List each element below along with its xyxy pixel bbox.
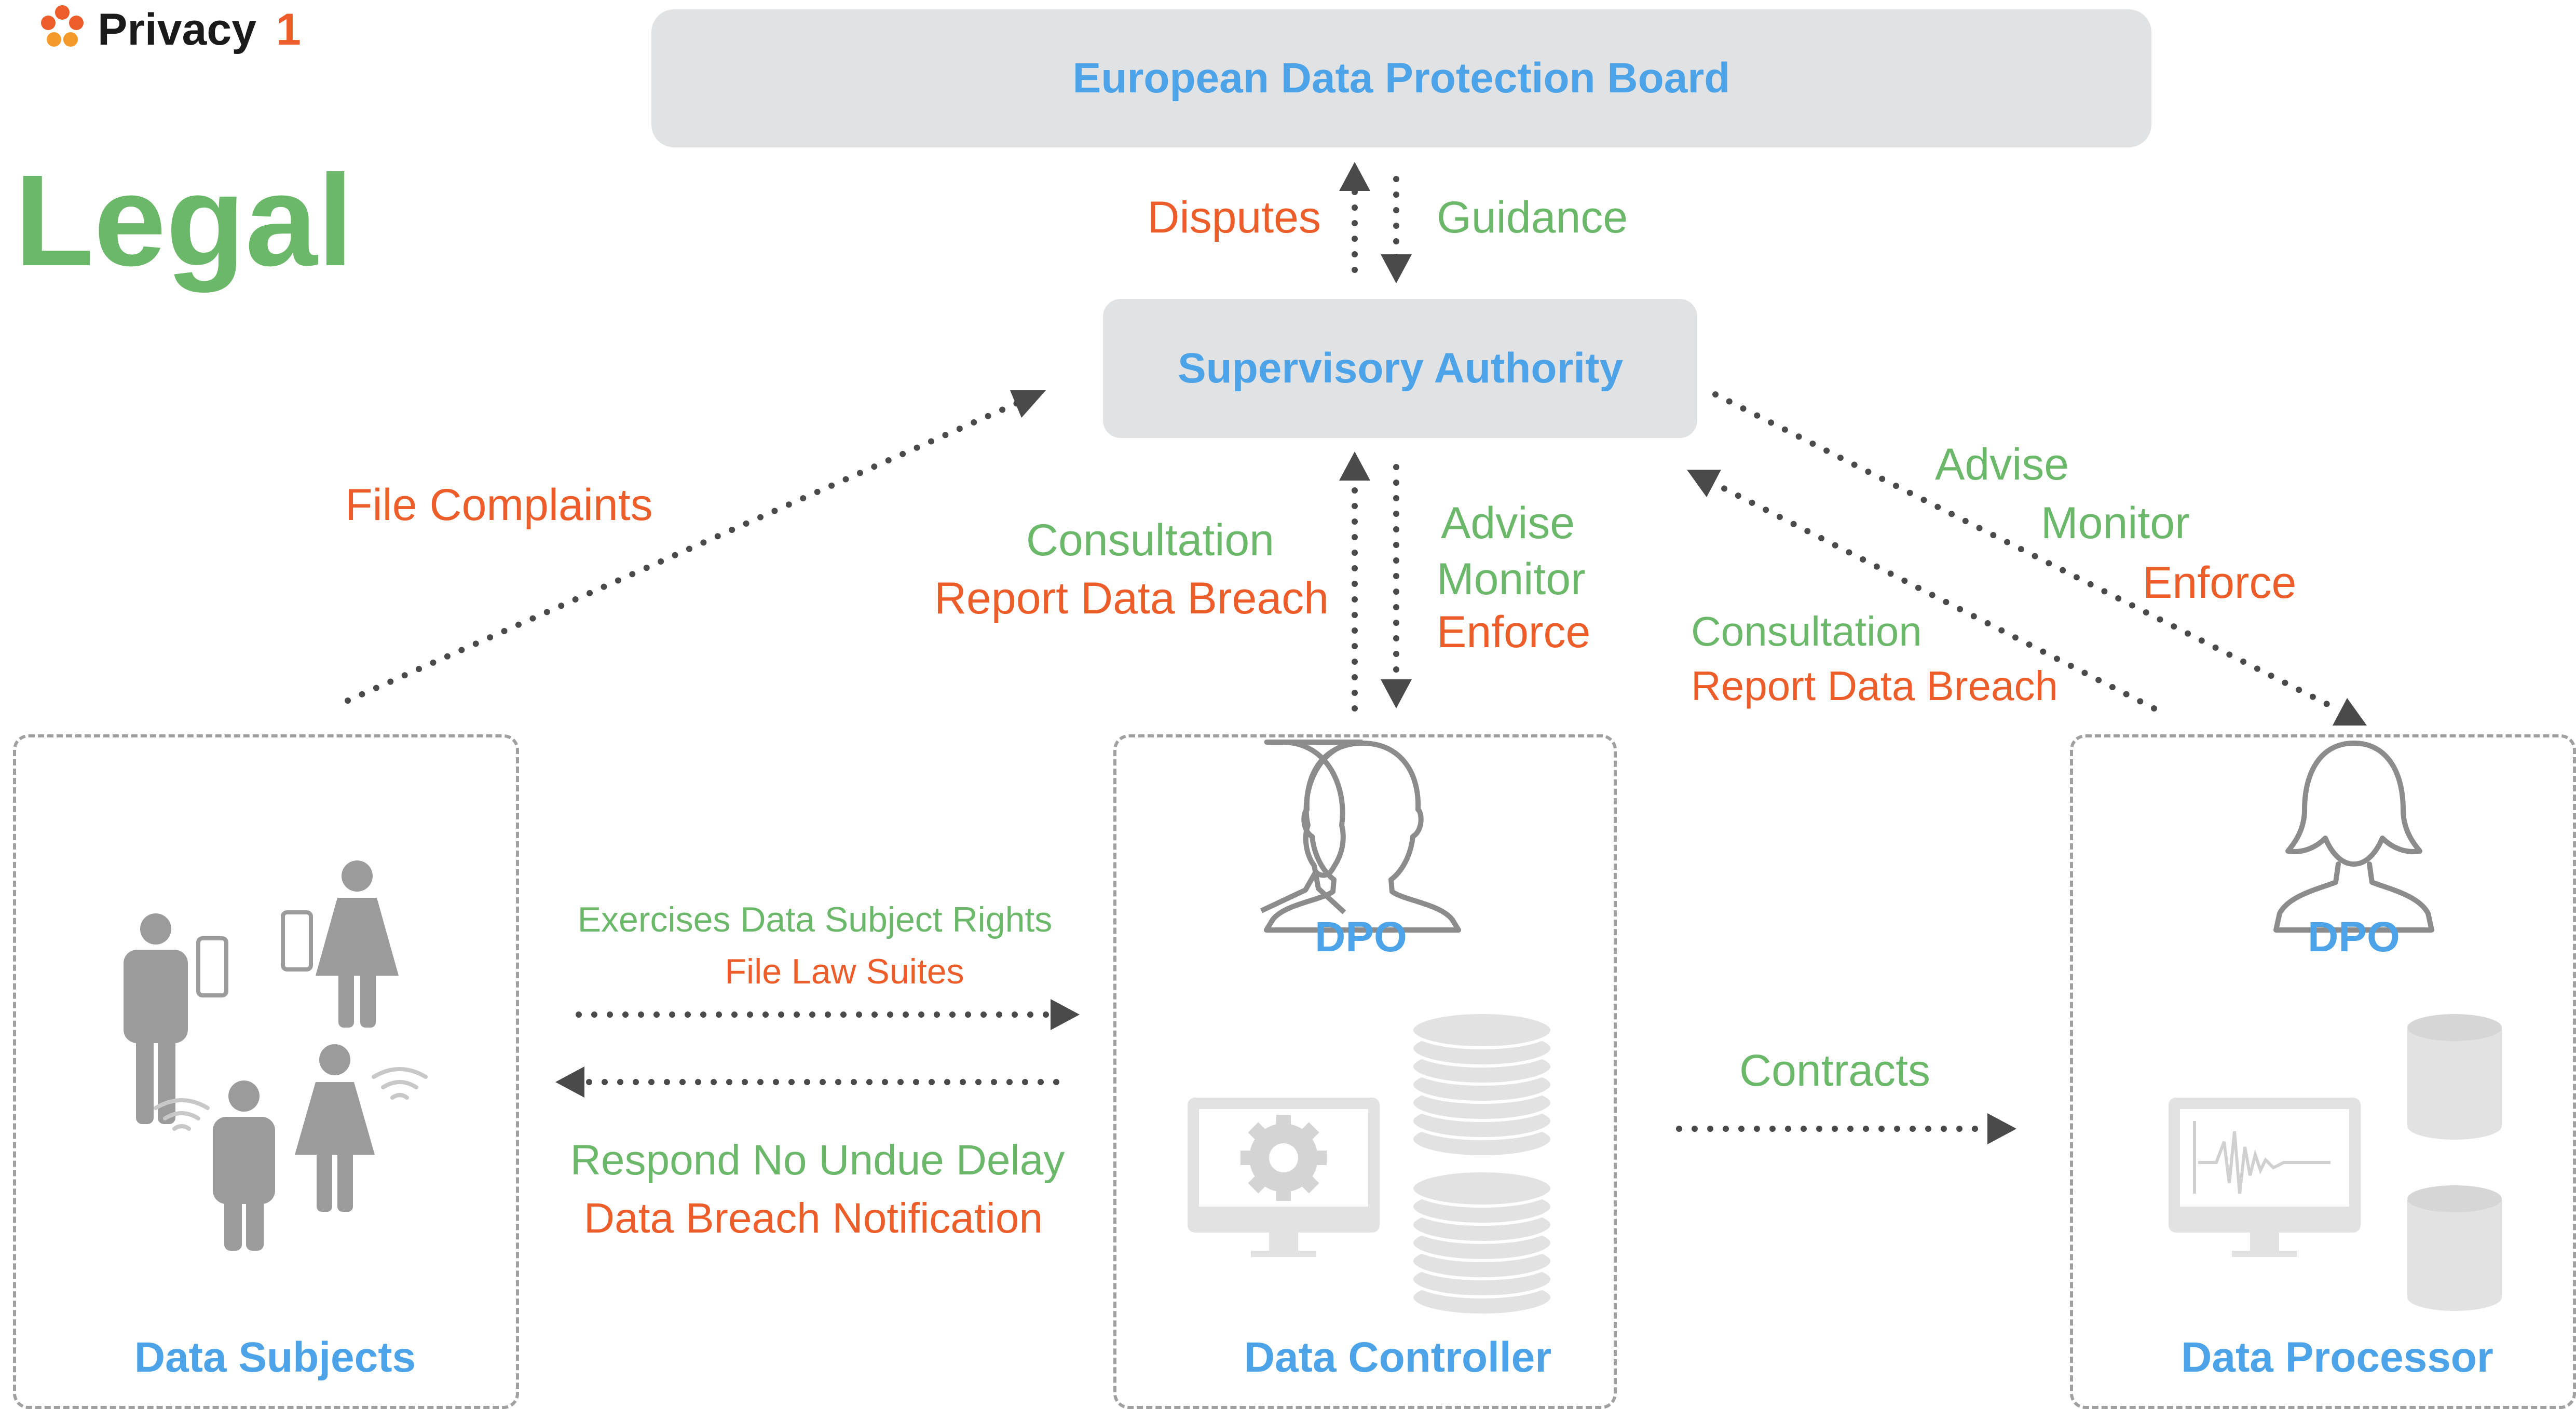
data-processor-label: Data Processor	[2181, 1334, 2493, 1381]
advise-label: Advise	[1441, 498, 1575, 548]
processor-dpo-label: DPO	[2308, 913, 2400, 961]
arrowhead-response	[555, 1066, 584, 1098]
disputes-label: Disputes	[1147, 193, 1321, 242]
edpb-box	[651, 9, 2151, 147]
data-controller-label: Data Controller	[1244, 1334, 1552, 1381]
waveform-icon	[2193, 1121, 2330, 1194]
consultation-label: Consultation	[1026, 515, 1274, 565]
rights-label: Exercises Data Subject Rights	[577, 900, 1053, 939]
arrowhead-contracts	[1987, 1113, 2016, 1144]
processor-enforce-label: Enforce	[2143, 558, 2297, 608]
law-suites-label: File Law Suites	[725, 952, 964, 991]
arrowhead-disputes	[1339, 162, 1370, 191]
respond-label: Respond No Undue Delay	[570, 1137, 1065, 1184]
arrowhead-file-complaints	[1010, 390, 1046, 418]
arrow-processor-to-supervisory	[1705, 477, 2157, 712]
page-title: Legal	[15, 148, 353, 293]
database-icon	[1410, 1011, 1553, 1158]
controller-dpo-label: DPO	[1315, 913, 1407, 961]
arrowhead-guidance	[1381, 254, 1412, 283]
processor-consultation-label: Consultation	[1691, 608, 1922, 654]
processor-report-breach-label: Report Data Breach	[1691, 663, 2059, 709]
brand-name: Privacy	[98, 5, 257, 54]
database-icon	[2407, 1185, 2502, 1311]
processor-advise-label: Advise	[1935, 440, 2069, 489]
male-avatar-icon	[1264, 741, 1461, 933]
person-icon	[213, 1080, 275, 1251]
database-icon	[1410, 1169, 1553, 1317]
guidance-label: Guidance	[1437, 193, 1628, 242]
report-breach-label: Report Data Breach	[934, 573, 1329, 623]
database-icon	[2407, 1014, 2502, 1140]
person-icon	[124, 913, 188, 1124]
edpb-label: European Data Protection Board	[1072, 54, 1730, 102]
arrow-file-complaints	[345, 396, 1028, 704]
supervisory-authority-label: Supervisory Authority	[1177, 345, 1624, 392]
person-icon	[295, 1044, 375, 1212]
data-subjects-label: Data Subjects	[134, 1334, 416, 1381]
arrowhead-to-supervisory	[1339, 452, 1370, 481]
enforce-label: Enforce	[1437, 607, 1591, 657]
arrowhead-to-controller	[1381, 679, 1412, 708]
arrowhead-to-processor-dpo	[2333, 698, 2367, 726]
person-icon	[316, 860, 399, 1028]
gear-icon	[1241, 1115, 1327, 1201]
wifi-icon	[154, 1067, 428, 1131]
supervisory-authority-box	[1103, 299, 1697, 438]
flower-logo-icon	[41, 5, 84, 47]
contracts-label: Contracts	[1739, 1046, 1931, 1096]
processor-monitor-label: Monitor	[2041, 498, 2190, 548]
file-complaints-label: File Complaints	[345, 480, 653, 530]
monitor-label: Monitor	[1437, 554, 1586, 604]
breach-notification-label: Data Breach Notification	[583, 1195, 1043, 1242]
monitor-icon	[2169, 1098, 2361, 1257]
brand-suffix: 1	[276, 5, 301, 54]
arrowhead-rights	[1051, 999, 1080, 1030]
arrowhead-to-supervisory-right	[1687, 470, 1721, 497]
phone-icon	[196, 910, 313, 997]
female-avatar-icon	[2273, 741, 2434, 933]
